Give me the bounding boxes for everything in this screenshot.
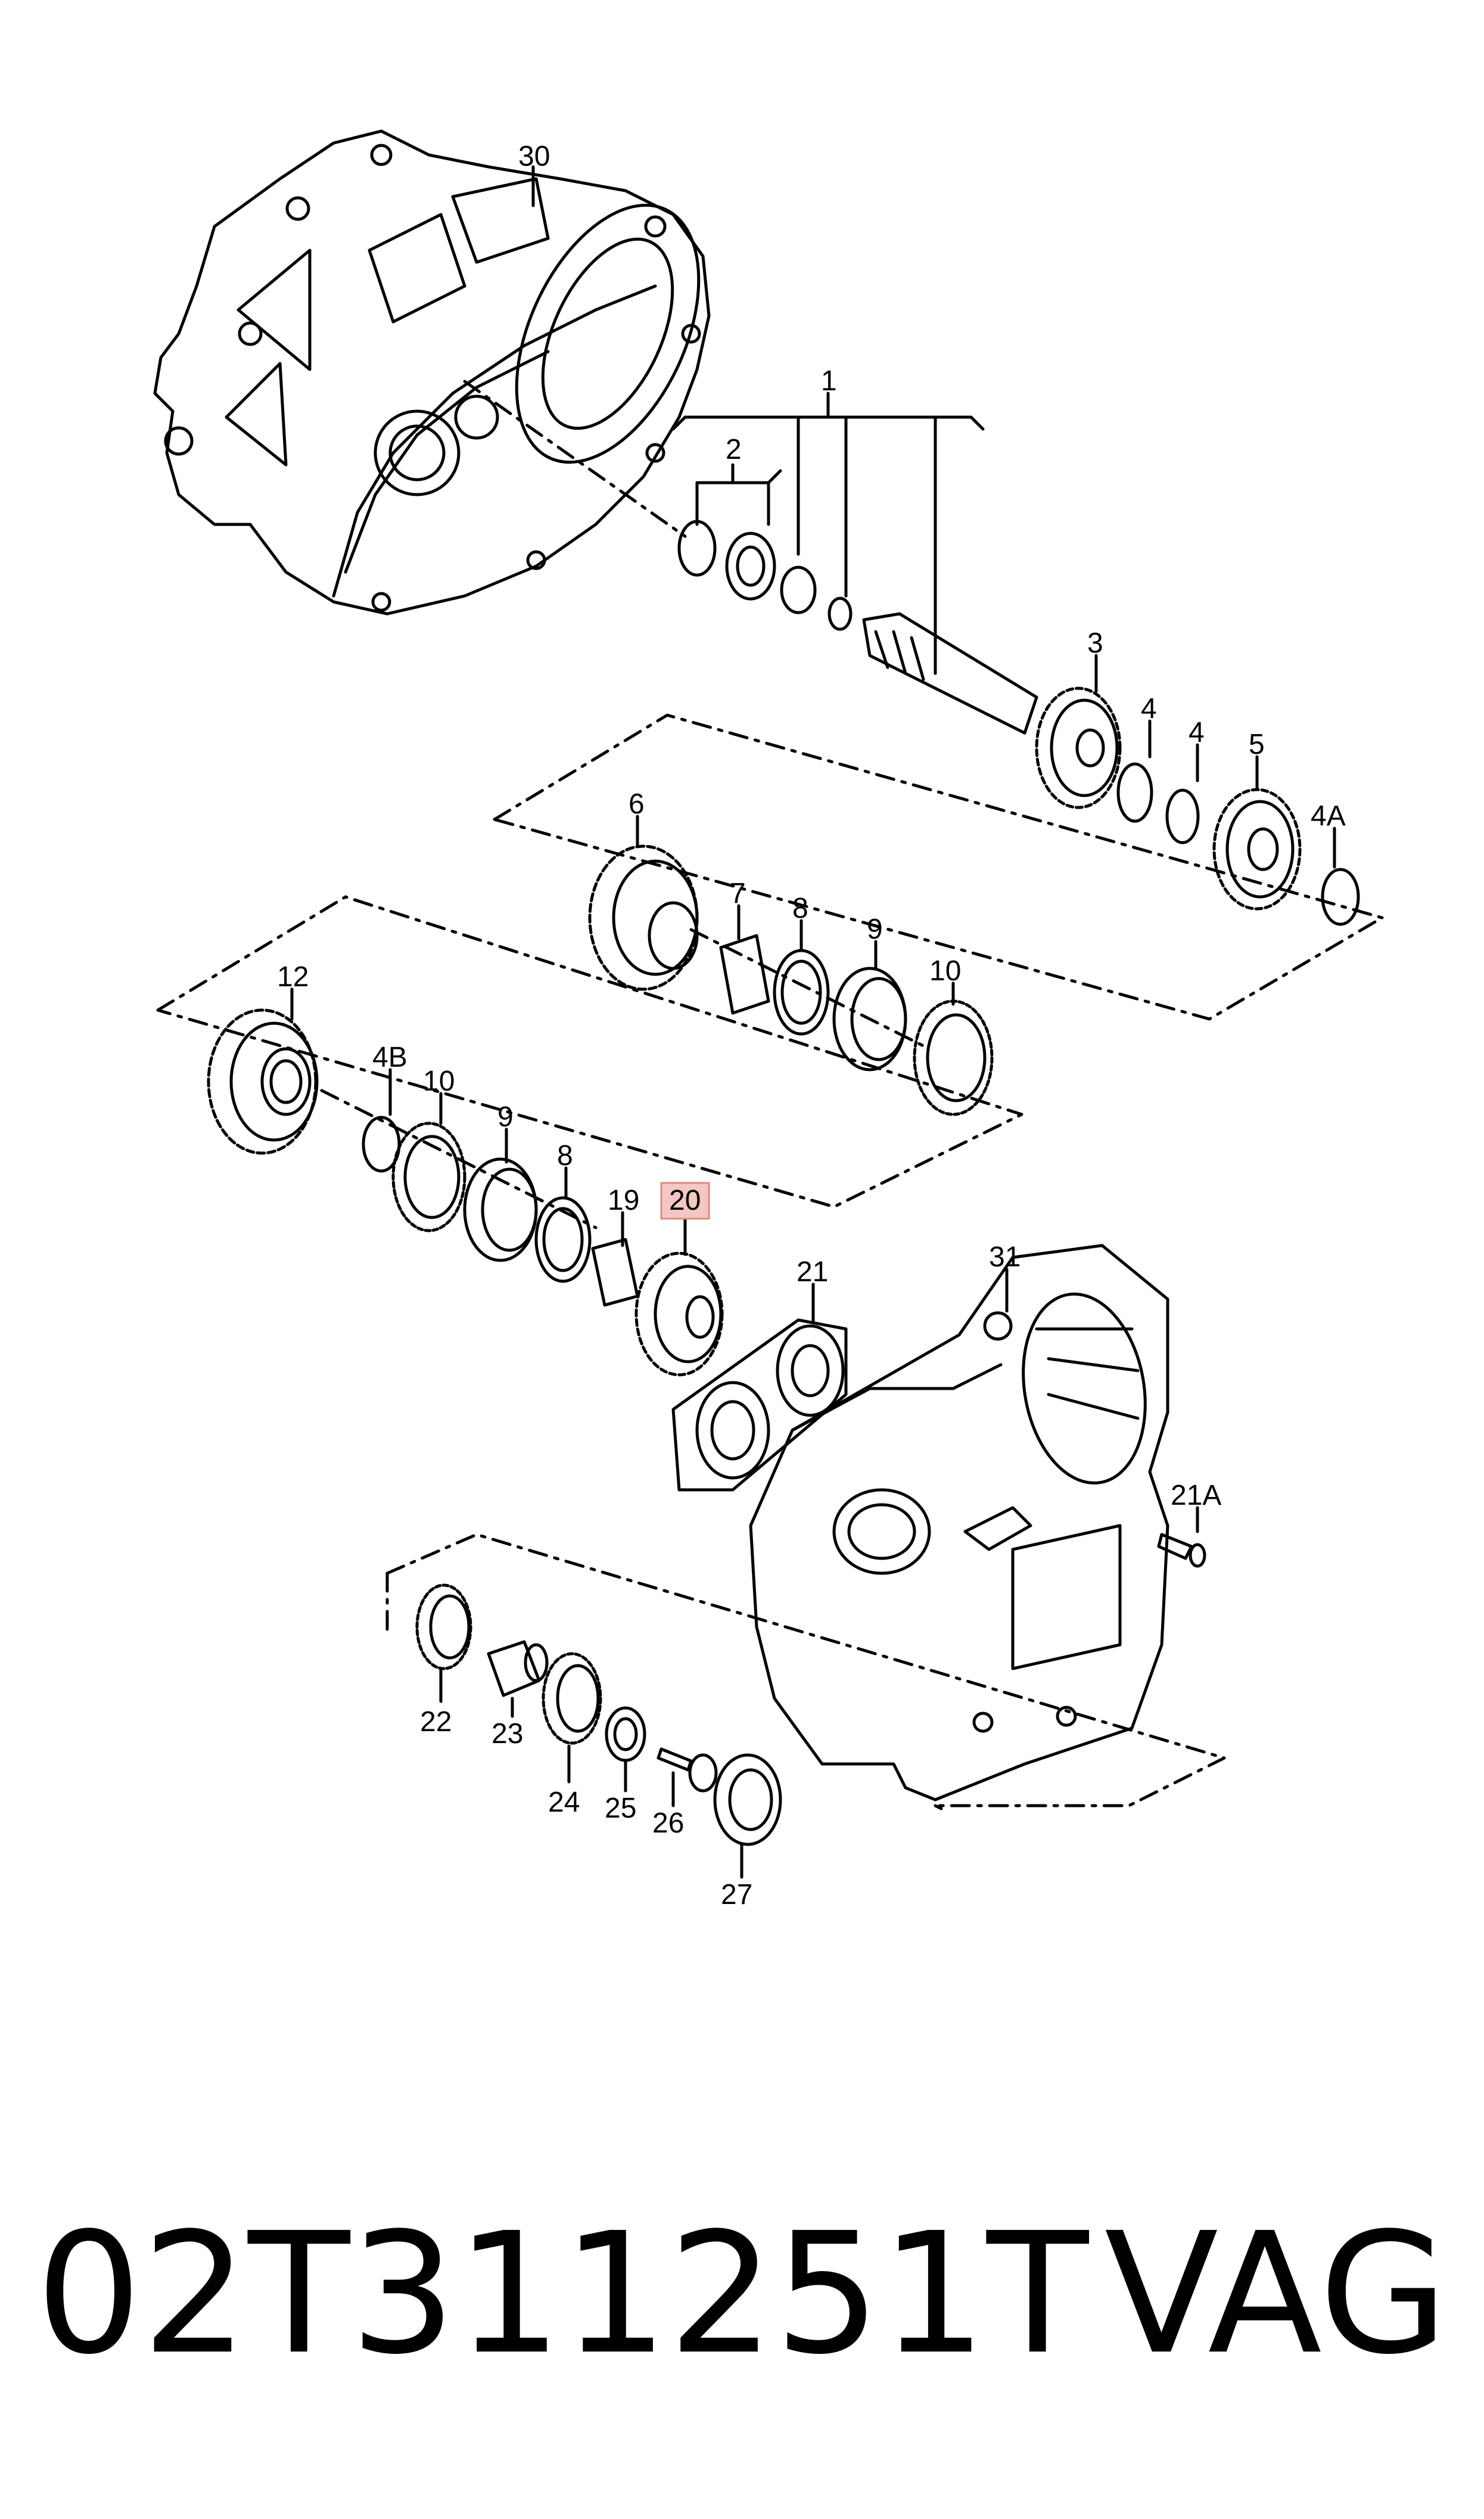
bearing-27 — [713, 1753, 782, 1879]
gear-5 — [1212, 755, 1302, 911]
highlight-box — [660, 1182, 710, 1220]
synchro-ring-10b — [391, 1092, 466, 1232]
callout-12: 12 — [277, 961, 309, 993]
sleeve-23 — [487, 1640, 549, 1718]
circlip-4A — [1321, 868, 1360, 926]
callout-8: 8 — [792, 893, 808, 924]
bearing-plate-21 — [671, 1282, 848, 1492]
synchro-ring-9 — [832, 940, 907, 1071]
bushing-25 — [605, 1706, 646, 1793]
callout-27: 27 — [721, 1879, 752, 1911]
callout-22: 22 — [420, 1706, 452, 1738]
synchro-ring-10 — [913, 981, 994, 1116]
callout-2: 2 — [726, 434, 742, 465]
synchro-ring-9b — [463, 1128, 538, 1262]
synchro-ring-8 — [773, 919, 830, 1036]
needle-bearing-7 — [719, 904, 770, 1015]
callout-19: 19 — [608, 1185, 639, 1216]
callout-4A: 4A — [1311, 800, 1346, 832]
gear-24 — [542, 1652, 602, 1784]
gearbox-housing-30 — [153, 129, 711, 616]
callout-30: 30 — [518, 141, 550, 172]
callout-4-b: 4 — [1189, 717, 1205, 748]
callout-25: 25 — [605, 1793, 636, 1824]
part-number: 02T311251T — [36, 2197, 1089, 2391]
callout-4B: 4B — [372, 1042, 407, 1073]
callout-23: 23 — [491, 1718, 523, 1750]
callout-6: 6 — [629, 788, 645, 820]
circlip-4a — [1116, 762, 1153, 823]
callout-7: 7 — [730, 878, 746, 909]
circlip-4b — [1165, 788, 1200, 844]
callout-4-a: 4 — [1141, 693, 1157, 725]
callout-9-b: 9 — [497, 1101, 514, 1133]
synchro-ring-8b — [534, 1166, 592, 1283]
callout-labels: 30 1 2 3 4 4 5 4A 6 7 8 9 10 12 4B 10 9 … — [277, 141, 1346, 1911]
callout-3: 3 — [1087, 628, 1103, 659]
gear-6 — [588, 815, 699, 991]
callout-21A: 21A — [1171, 1480, 1221, 1511]
assembly-group-box-3 — [385, 1533, 1226, 1807]
callout-31: 31 — [989, 1241, 1021, 1273]
callout-10: 10 — [929, 955, 961, 987]
gear-3 — [1035, 654, 1122, 809]
callout-20: 20 — [669, 1185, 701, 1216]
input-shaft-1 — [463, 380, 1038, 735]
gear-12 — [207, 987, 319, 1155]
callout-24: 24 — [548, 1787, 580, 1818]
screw-26 — [657, 1747, 718, 1807]
gearbox-housing-31 — [749, 1244, 1169, 1801]
bolt-21A — [1157, 1506, 1206, 1568]
assembly-group-box-2 — [156, 895, 1023, 1209]
callout-9: 9 — [867, 914, 883, 945]
callout-8-b: 8 — [557, 1140, 573, 1172]
needle-bearing-19 — [591, 1211, 639, 1307]
assembly-group-box-1 — [493, 713, 1384, 1021]
callout-10-b: 10 — [423, 1066, 455, 1097]
callout-1: 1 — [821, 365, 837, 397]
brand-label: VAG — [1104, 2197, 1448, 2391]
callout-26: 26 — [652, 1807, 684, 1839]
gear-22 — [415, 1583, 472, 1703]
callout-5: 5 — [1249, 729, 1265, 760]
gear-20 — [634, 1211, 724, 1377]
callout-21: 21 — [797, 1256, 828, 1288]
